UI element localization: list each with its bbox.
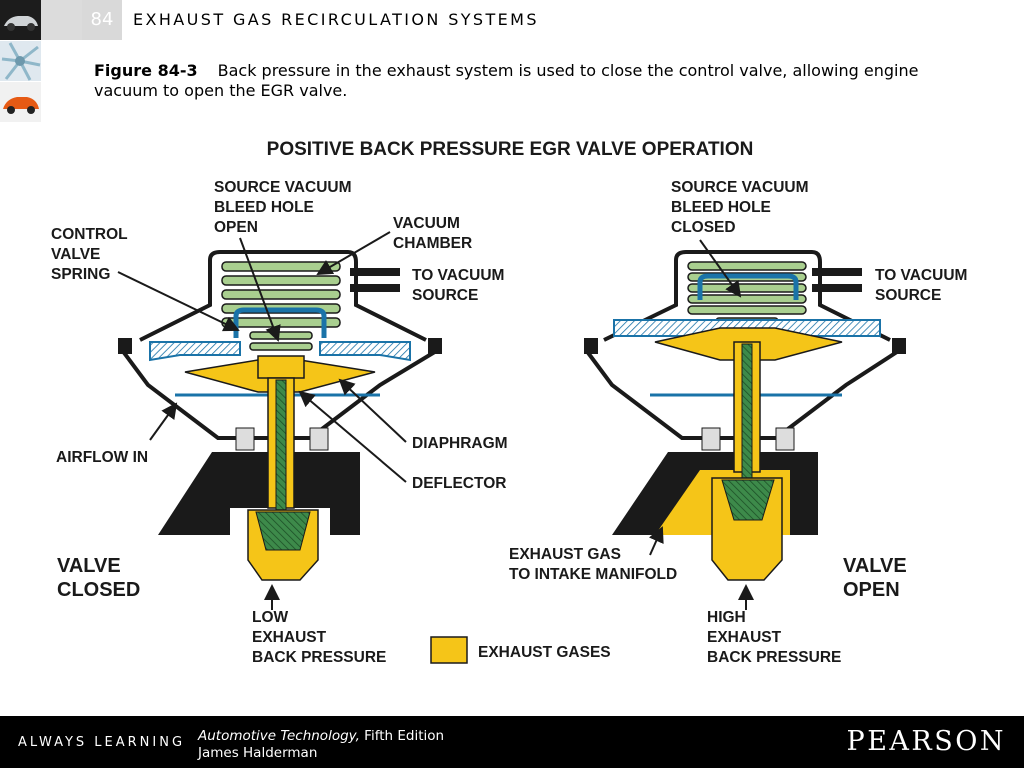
left-vacuum-1: TO VACUUM [412,267,504,284]
left-chamber-1: VACUUM [393,215,460,232]
left-spring-1: CONTROL [51,226,128,243]
right-pressure-1: HIGH [707,609,746,626]
egr-valve-diagram: POSITIVE BACK PRESSURE EGR VALVE OPERATI… [51,139,967,666]
left-labels: SOURCE VACUUM BLEED HOLE OPEN VACUUM CHA… [51,179,508,666]
left-state-label: VALVE CLOSED [57,555,140,601]
footer-bar: ALWAYS LEARNING Automotive Technology, F… [0,716,1024,768]
right-bleed-1: SOURCE VACUUM [671,179,809,196]
right-labels: SOURCE VACUUM BLEED HOLE CLOSED TO VACUU… [509,179,967,666]
left-diaphragm: DIAPHRAGM [412,435,508,452]
right-vacuum-2: SOURCE [875,287,941,304]
chapter-title: EXHAUST GAS RECIRCULATION SYSTEMS [133,10,539,29]
book-author: James Halderman [198,745,318,761]
left-airflow: AIRFLOW IN [56,449,148,466]
diagram-title: POSITIVE BACK PRESSURE EGR VALVE OPERATI… [267,139,754,160]
right-bleed-2: BLEED HOLE [671,199,771,216]
header-spacer [41,0,82,40]
exhaust-gases-swatch [430,636,468,664]
left-spring-3: SPRING [51,266,110,283]
right-exhaust-1: EXHAUST GAS [509,546,621,563]
book-edition: Fifth Edition [359,728,445,744]
left-state-2: CLOSED [57,579,140,601]
left-state-1: VALVE [57,555,121,577]
footer-tagline: ALWAYS LEARNING [18,735,186,750]
valve-closed-drawing [118,250,442,581]
legend-label: EXHAUST GASES [478,644,611,661]
figure-caption-text: Back pressure in the exhaust system is u… [94,61,919,100]
leader-lines [117,231,754,610]
left-pressure-1: LOW [252,609,289,626]
right-state-label: VALVE OPEN [843,555,907,601]
right-state-1: VALVE [843,555,907,577]
turbine-thumbnail [0,41,41,81]
right-vacuum-1: TO VACUUM [875,267,967,284]
left-spring-2: VALVE [51,246,100,263]
right-bleed-3: CLOSED [671,219,736,236]
valve-open-drawing [584,250,906,581]
book-title: Automotive Technology, [198,728,360,744]
left-deflector: DEFLECTOR [412,475,506,492]
left-pressure-3: BACK PRESSURE [252,649,386,666]
chapter-number: 84 [82,0,122,40]
car-thumbnail-silver [0,0,41,40]
right-pressure-3: BACK PRESSURE [707,649,841,666]
left-bleed-3: OPEN [214,219,258,236]
figure-label: Figure 84-3 [94,61,198,80]
car-thumbnail-orange [0,82,41,122]
left-chamber-2: CHAMBER [393,235,472,252]
publisher-logo: PEARSON [846,726,1006,757]
right-pressure-2: EXHAUST [707,629,782,646]
right-state-2: OPEN [843,579,900,601]
thumbnail-strip [0,0,41,122]
footer-book-info: Automotive Technology, Fifth Edition Jam… [198,728,444,762]
left-pressure-2: EXHAUST [252,629,327,646]
left-bleed-2: BLEED HOLE [214,199,314,216]
left-bleed-1: SOURCE VACUUM [214,179,352,196]
left-vacuum-2: SOURCE [412,287,478,304]
right-exhaust-2: TO INTAKE MANIFOLD [509,566,677,583]
